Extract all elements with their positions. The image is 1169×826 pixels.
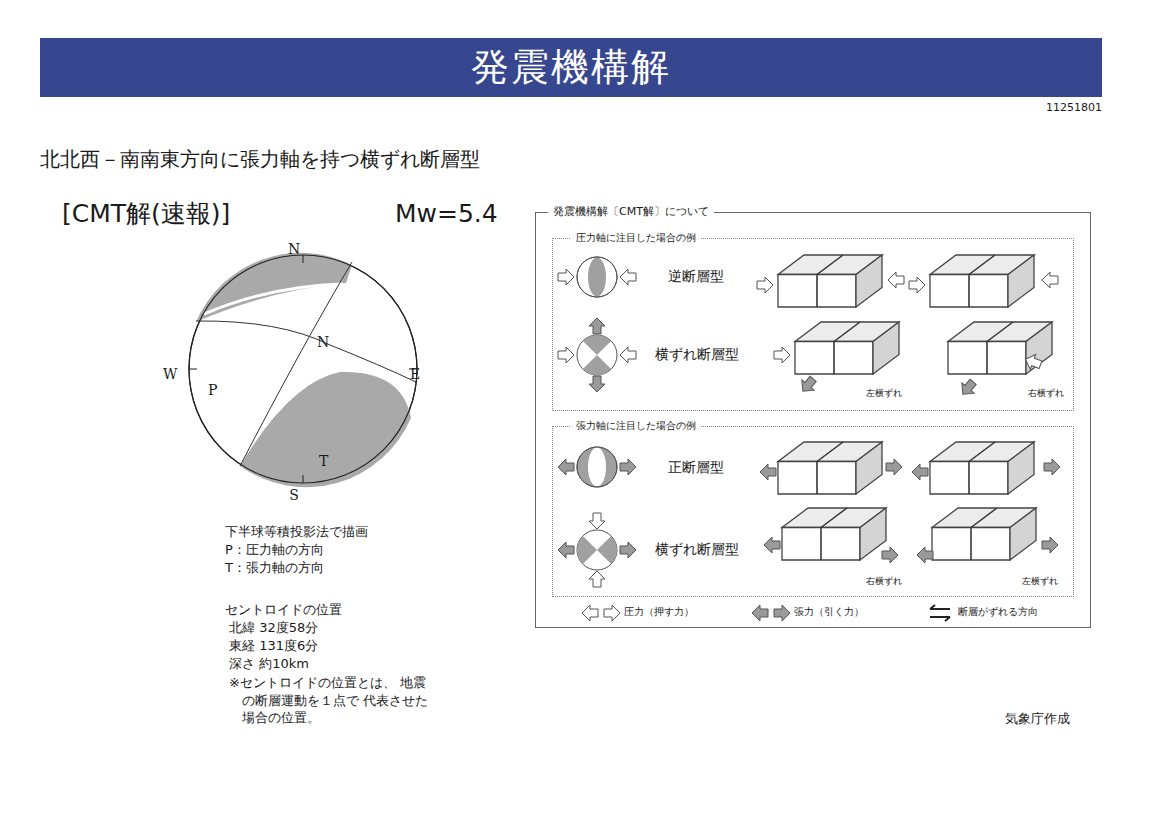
- note: P：圧力軸の方向: [225, 542, 324, 558]
- credit: 気象庁作成: [1005, 711, 1070, 727]
- note: T：張力軸の方向: [225, 560, 324, 576]
- title-bar: 発震機構解: [40, 38, 1102, 97]
- panel-heading: 圧力軸に注目した場合の例: [571, 232, 701, 244]
- magnitude: Mw=5.4: [395, 199, 498, 229]
- slip-type: 右横ずれ: [866, 576, 902, 587]
- slip-type: 右横ずれ: [1028, 388, 1064, 399]
- fault-blocks: [757, 255, 1060, 563]
- example-group: 圧力軸に注目した場合の例: [552, 238, 1074, 411]
- compass-north: N: [288, 241, 300, 258]
- mechanism-name: 正断層型: [668, 459, 724, 476]
- legend-text: 圧力（押す力）: [624, 606, 694, 618]
- compass-west: W: [163, 366, 177, 383]
- compass-south: S: [289, 487, 299, 504]
- subtitle: 北北西－南南東方向に張力軸を持つ横ずれ断層型: [40, 147, 480, 171]
- note: セントロイドの位置: [225, 602, 342, 618]
- legend-text: 張力（引く力）: [794, 606, 864, 618]
- note: 北緯 32度58分: [229, 620, 318, 636]
- note: 深さ 約10km: [229, 656, 309, 672]
- mechanism-name: 横ずれ断層型: [655, 541, 739, 558]
- legend-samples: [582, 605, 950, 621]
- t-axis-mark: T: [319, 453, 328, 470]
- title: 発震機構解: [471, 42, 671, 93]
- slip-type: 左横ずれ: [1022, 576, 1058, 587]
- example-group: 張力軸に注目した場合の例: [552, 426, 1074, 597]
- legend-text: 断層がずれる方向: [958, 606, 1038, 618]
- p-axis-mark: P: [208, 382, 217, 399]
- explanation-panel: 発震機構解〔CMT解〕について圧力軸に注目した場合の例張力軸に注目した場合の例: [535, 212, 1091, 628]
- note: 東経 131度6分: [229, 638, 318, 654]
- figure-id: 11251801: [1046, 101, 1102, 114]
- beachball: [189, 253, 417, 487]
- panel-heading: 張力軸に注目した場合の例: [571, 420, 701, 432]
- mechanism-name: 横ずれ断層型: [655, 346, 739, 363]
- mechanism-name: 逆断層型: [668, 268, 724, 285]
- slip-type: 左横ずれ: [866, 388, 902, 399]
- note: ※セントロイドの位置とは、 地震の断層運動を１点で 代表させた場合の位置。: [229, 674, 432, 727]
- note: 下半球等積投影法で描画: [225, 524, 368, 540]
- compass-east: E: [410, 366, 420, 383]
- null-axis-mark: N: [317, 334, 329, 351]
- solution-type: [CMT解(速報)]: [62, 199, 230, 229]
- panel-heading: 発震機構解〔CMT解〕について: [548, 205, 714, 218]
